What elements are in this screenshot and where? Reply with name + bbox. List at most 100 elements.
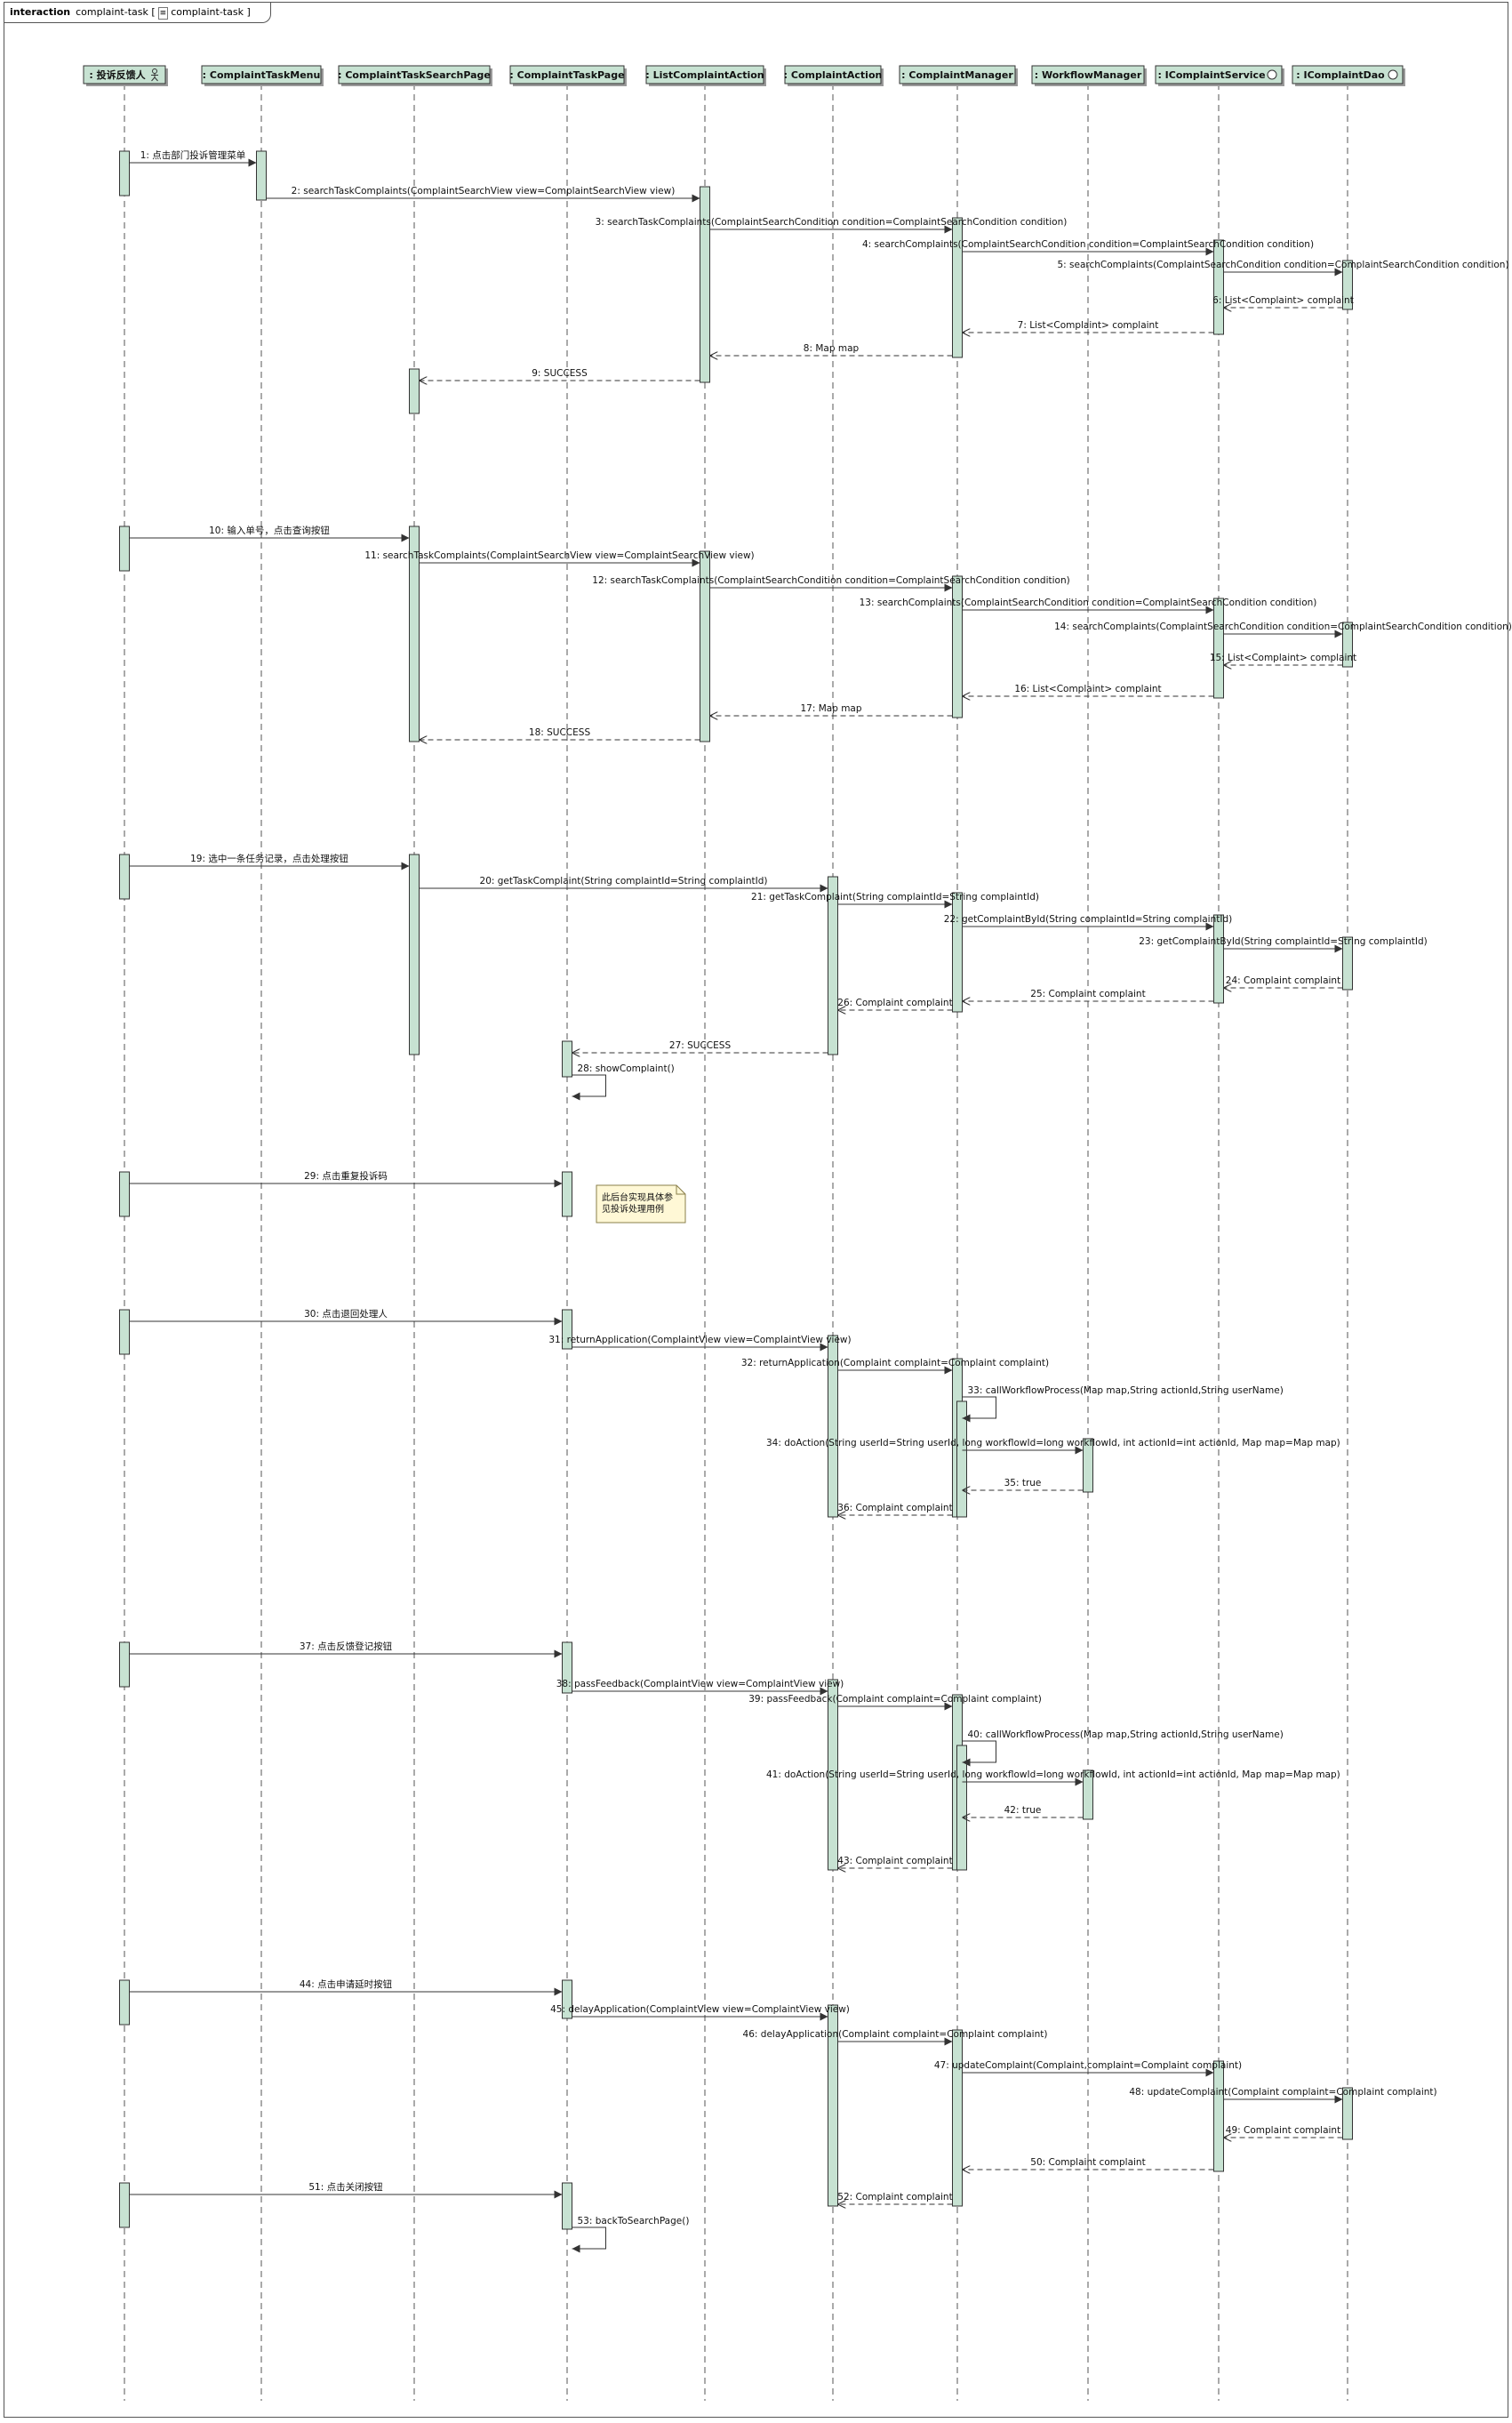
frame-ref-open: [ (151, 6, 156, 18)
message-28[interactable]: 28: showComplaint() (572, 1063, 675, 1101)
message-32[interactable]: 32: returnApplication(Complaint complain… (741, 1358, 1049, 1375)
message-label: 53: backToSearchPage() (578, 2216, 690, 2226)
lifeline-header-listaction[interactable] (645, 65, 764, 84)
message-label: 19: 选中一条任务记录，点击处理按钮 (190, 853, 348, 864)
activation-bar (1083, 1438, 1093, 1493)
message-40[interactable]: 40: callWorkflowProcess(Map map,String a… (962, 1729, 1284, 1767)
message-label: 30: 点击退回处理人 (304, 1309, 388, 1320)
message-17[interactable]: 17: Map map (709, 703, 953, 716)
lifeline-header-dao[interactable] (1292, 65, 1404, 84)
message-label: 42: true (1004, 1805, 1042, 1816)
activation-bar (1213, 914, 1224, 1004)
message-label: 39: passFeedback(Complaint complaint=Com… (748, 1694, 1042, 1705)
message-26[interactable]: 26: Complaint complaint (837, 998, 953, 1010)
lifeline-header-service[interactable] (1155, 65, 1283, 84)
message-50[interactable]: 50: Complaint complaint (962, 2157, 1214, 2170)
message-46[interactable]: 46: delayApplication(Complaint complaint… (743, 2029, 1048, 2046)
message-25[interactable]: 25: Complaint complaint (962, 989, 1214, 1001)
activation-bar (700, 550, 710, 742)
message-48[interactable]: 48: updateComplaint(Complaint complaint=… (1129, 2087, 1437, 2104)
message-label: 1: 点击部门投诉管理菜单 (140, 149, 246, 161)
message-1[interactable]: 1: 点击部门投诉管理菜单 (129, 149, 257, 167)
lifeline-header-taskpage[interactable] (509, 65, 625, 84)
interaction-ref-icon[interactable]: ≡ (157, 7, 169, 20)
frame-ref-name[interactable]: complaint-task (171, 6, 244, 18)
message-label: 12: searchTaskComplaints(ComplaintSearch… (592, 575, 1069, 586)
message-21[interactable]: 21: getTaskComplaint(String complaintId=… (751, 892, 1039, 909)
message-23[interactable]: 23: getComplaintById(String complaintId=… (1139, 936, 1428, 953)
message-label: 3: searchTaskComplaints(ComplaintSearchC… (596, 217, 1068, 228)
activation-bar (828, 2004, 838, 2207)
message-18[interactable]: 18: SUCCESS (419, 727, 700, 740)
lifeline-label-service: : IComplaintService (1157, 69, 1265, 81)
message-52[interactable]: 52: Complaint complaint (837, 2192, 953, 2204)
activation-bar (956, 1400, 967, 1518)
message-15[interactable]: 15: List<Complaint> complaint (1210, 653, 1356, 665)
lifeline-header-workflow[interactable] (1031, 65, 1145, 84)
message-47[interactable]: 47: updateComplaint(Complaint,complaint=… (934, 2060, 1242, 2077)
activation-bar (409, 368, 420, 414)
lifeline-header-actor[interactable] (83, 65, 166, 84)
message-34[interactable]: 34: doAction(String userId=String userId… (766, 1438, 1340, 1455)
message-53[interactable]: 53: backToSearchPage() (572, 2216, 690, 2253)
message-label: 52: Complaint complaint (837, 2192, 952, 2202)
message-30[interactable]: 30: 点击退回处理人 (129, 1309, 563, 1326)
message-5[interactable]: 5: searchComplaints(ComplaintSearchCondi… (1057, 260, 1509, 277)
message-13[interactable]: 13: searchComplaints(ComplaintSearchCond… (860, 598, 1317, 614)
message-51[interactable]: 51: 点击关闭按钮 (129, 2181, 563, 2199)
lifeline-label-workflow: : WorkflowManager (1035, 69, 1142, 81)
message-14[interactable]: 14: searchComplaints(ComplaintSearchCond… (1054, 622, 1512, 638)
message-9[interactable]: 9: SUCCESS (419, 368, 700, 381)
message-36[interactable]: 36: Complaint complaint (837, 1503, 953, 1515)
message-38[interactable]: 38: passFeedback(ComplaintView view=Comp… (556, 1679, 844, 1696)
message-31[interactable]: 31: returnApplication(ComplaintView view… (548, 1335, 852, 1352)
message-label: 27: SUCCESS (669, 1040, 732, 1051)
message-27[interactable]: 27: SUCCESS (572, 1040, 828, 1053)
message-41[interactable]: 41: doAction(String userId=String userId… (766, 1769, 1340, 1786)
activation-bar (562, 1641, 572, 1694)
message-33[interactable]: 33: callWorkflowProcess(Map map,String a… (962, 1385, 1284, 1423)
message-2[interactable]: 2: searchTaskComplaints(ComplaintSearchV… (266, 186, 700, 203)
message-24[interactable]: 24: Complaint complaint (1223, 975, 1343, 988)
message-label: 37: 点击反馈登记按钮 (300, 1641, 393, 1652)
lifeline-label-dao: : IComplaintDao (1296, 69, 1385, 81)
note-fold (676, 1185, 685, 1195)
message-label: 14: searchComplaints(ComplaintSearchCond… (1054, 622, 1512, 632)
message-35[interactable]: 35: true (962, 1478, 1084, 1490)
message-42[interactable]: 42: true (962, 1805, 1084, 1817)
message-label: 6: List<Complaint> complaint (1212, 295, 1354, 306)
lifeline-header-searchpage[interactable] (338, 65, 491, 84)
message-11[interactable]: 11: searchTaskComplaints(ComplaintSearch… (364, 550, 755, 567)
message-arrow (962, 1396, 996, 1423)
message-3[interactable]: 3: searchTaskComplaints(ComplaintSearchC… (596, 217, 1068, 234)
message-8[interactable]: 8: Map map (709, 343, 953, 356)
message-22[interactable]: 22: getComplaintById(String complaintId=… (944, 914, 1232, 931)
activation-bar (1342, 2087, 1353, 2140)
message-45[interactable]: 45: delayApplication(ComplaintView view=… (550, 2004, 850, 2021)
lifeline-header-action[interactable] (784, 65, 882, 84)
message-6[interactable]: 6: List<Complaint> complaint (1212, 295, 1354, 308)
message-label: 50: Complaint complaint (1030, 2157, 1145, 2168)
message-12[interactable]: 12: searchTaskComplaints(ComplaintSearch… (592, 575, 1070, 592)
message-10[interactable]: 10: 输入单号，点击查询按钮 (129, 525, 410, 542)
activation-bar (1213, 2060, 1224, 2172)
lifeline-header-manager[interactable] (899, 65, 1016, 84)
message-49[interactable]: 49: Complaint complaint (1223, 2125, 1343, 2138)
message-43[interactable]: 43: Complaint complaint (837, 1856, 953, 1868)
message-7[interactable]: 7: List<Complaint> complaint (962, 320, 1214, 333)
lifeline-header-menu[interactable] (201, 65, 322, 84)
note-box (596, 1184, 686, 1224)
lifeline-label-action: : ComplaintAction (784, 69, 883, 81)
message-20[interactable]: 20: getTaskComplaint(String complaintId=… (419, 876, 828, 893)
message-19[interactable]: 19: 选中一条任务记录，点击处理按钮 (129, 853, 410, 871)
message-4[interactable]: 4: searchComplaints(ComplaintSearchCondi… (862, 239, 1314, 256)
message-label: 5: searchComplaints(ComplaintSearchCondi… (1057, 260, 1508, 270)
message-44[interactable]: 44: 点击申请延时按钮 (129, 1978, 563, 1996)
message-label: 34: doAction(String userId=String userId… (766, 1438, 1340, 1448)
message-16[interactable]: 16: List<Complaint> complaint (962, 684, 1214, 696)
message-label: 26: Complaint complaint (837, 998, 952, 1008)
message-label: 46: delayApplication(Complaint complaint… (743, 2029, 1048, 2040)
message-39[interactable]: 39: passFeedback(Complaint complaint=Com… (748, 1694, 1042, 1711)
message-29[interactable]: 29: 点击重复投诉码 (129, 1170, 563, 1188)
message-37[interactable]: 37: 点击反馈登记按钮 (129, 1641, 563, 1658)
